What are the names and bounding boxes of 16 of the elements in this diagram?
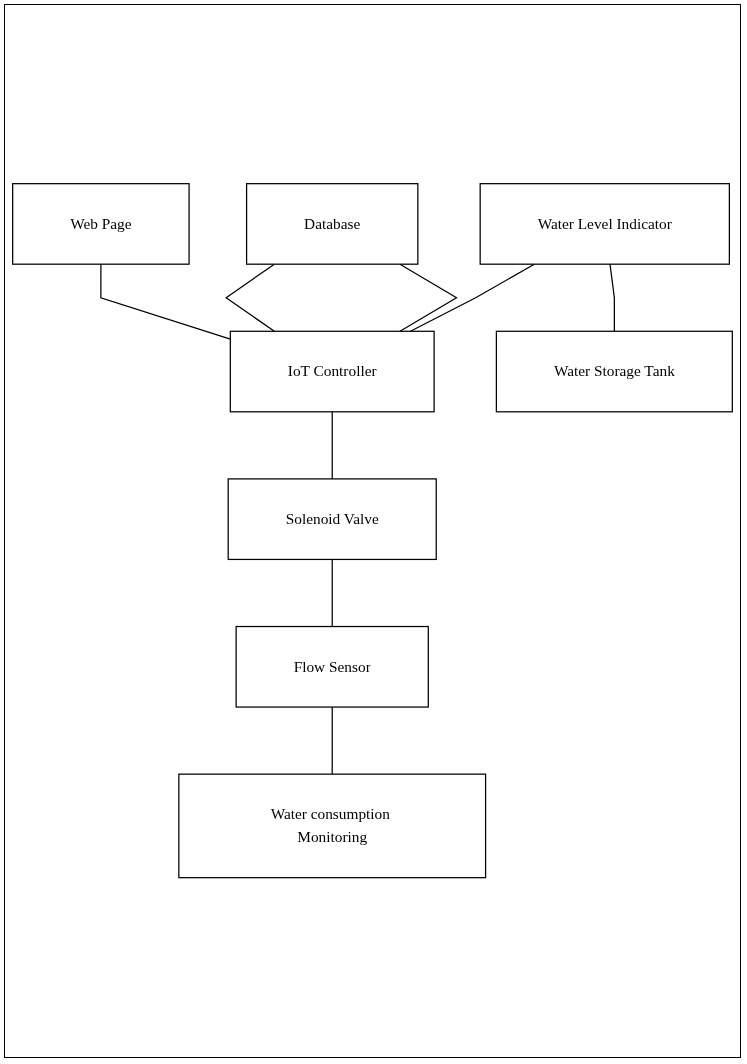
node-box: Water consumption Monitoring bbox=[178, 773, 487, 879]
connector bbox=[331, 411, 333, 480]
node-box: Solenoid Valve bbox=[227, 478, 437, 561]
connector bbox=[331, 559, 333, 628]
connector bbox=[100, 263, 231, 340]
connector bbox=[331, 706, 333, 776]
connector bbox=[409, 263, 535, 333]
node-box: Database bbox=[245, 183, 419, 266]
node-box: Web Page bbox=[12, 183, 190, 266]
connector bbox=[399, 263, 458, 333]
node-box: Water Storage Tank bbox=[495, 331, 733, 413]
connector bbox=[225, 263, 275, 333]
node-box: Flow Sensor bbox=[235, 626, 429, 708]
node-box: IoT Controller bbox=[229, 331, 435, 413]
connector bbox=[609, 263, 615, 333]
node-box: Water Level Indicator bbox=[479, 183, 730, 266]
